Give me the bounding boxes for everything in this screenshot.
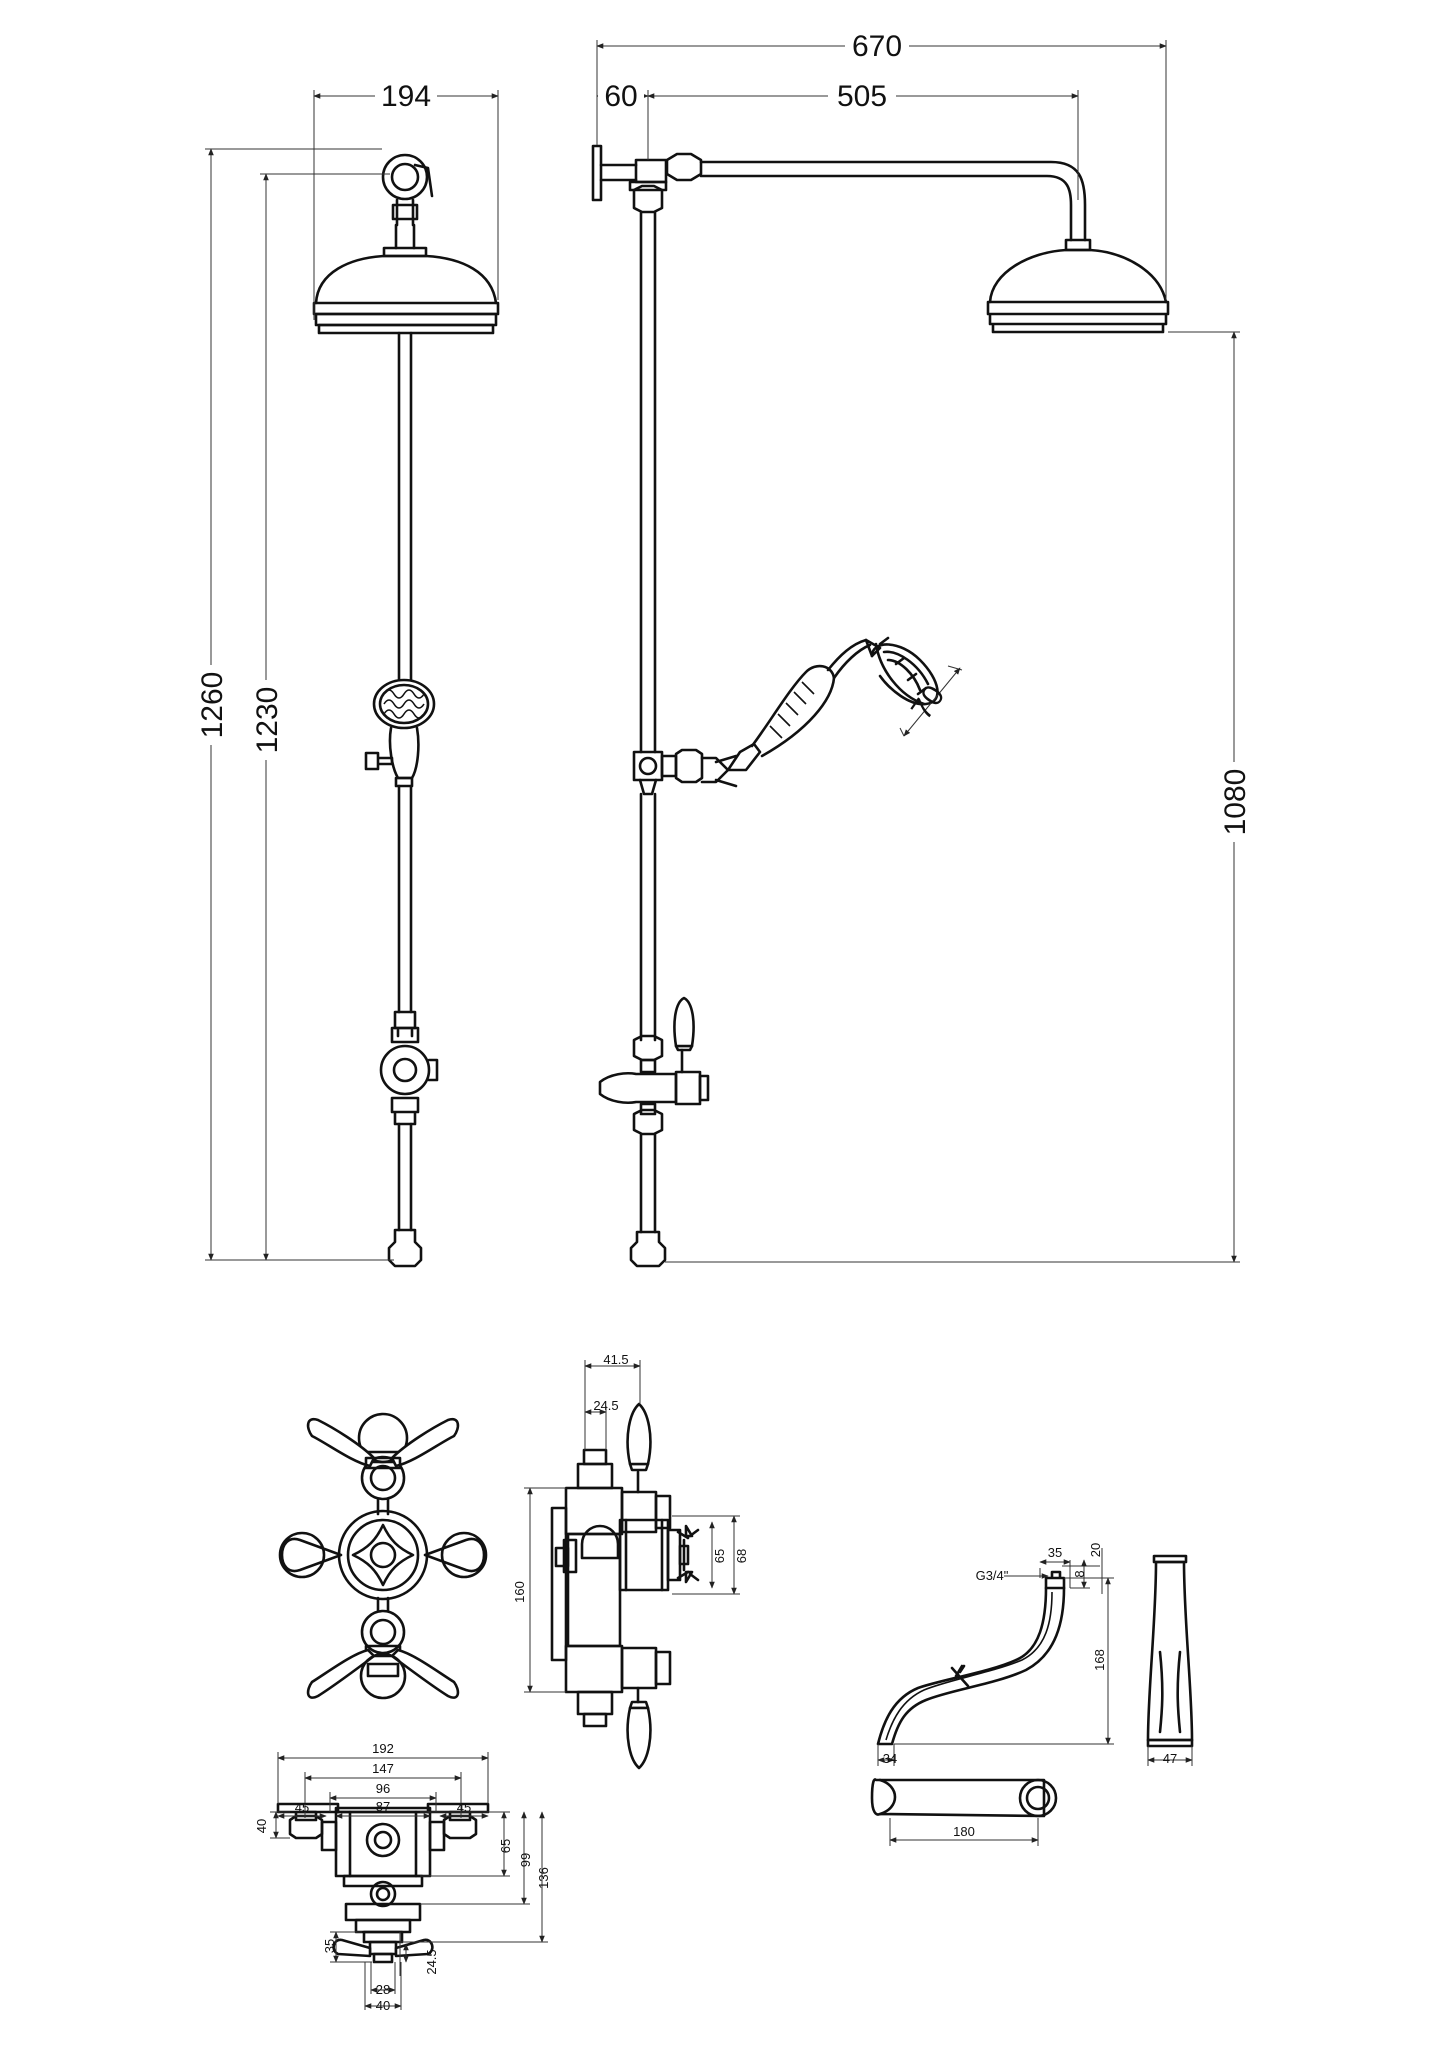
valve-front-view <box>278 1412 488 1700</box>
dim-head-to-floor: 1080 <box>1219 769 1252 836</box>
valve-plan-dimensions: 192 147 96 87 45 45 40 65 99 136 35 24.5… <box>254 1741 551 2013</box>
dim-lever-offset: 41.5 <box>603 1352 628 1367</box>
dim-plan-knob-inner: 28 <box>376 1982 390 1997</box>
dim-spout-outlet-width: 34 <box>883 1751 897 1766</box>
dim-outlet-outer: 68 <box>734 1549 749 1563</box>
dim-plan-plate: 96 <box>376 1781 390 1796</box>
dim-plan-depth-a: 65 <box>498 1839 513 1853</box>
dim-plan-body: 87 <box>376 1799 390 1814</box>
shower-side-view <box>591 144 1170 1268</box>
dim-total-height: 1260 <box>196 672 229 739</box>
dim-spout-thread: G3/4" <box>976 1568 1009 1583</box>
spout-dimensions: 35 G3/4" 8 20 168 34 47 180 <box>877 1543 1193 1846</box>
dim-spout-lip-thickness: 8 <box>1072 1570 1087 1577</box>
dim-spout-side-width: 47 <box>1163 1751 1177 1766</box>
dim-plan-knob-height: 35 <box>322 1939 337 1953</box>
spout-views <box>870 1554 1194 1818</box>
dim-head-width: 194 <box>381 80 431 113</box>
dim-plan-total-width: 192 <box>372 1741 394 1756</box>
dim-nut-offset: 24.5 <box>593 1398 618 1413</box>
dim-plan-knob-outer: 40 <box>376 1998 390 2013</box>
dim-rail-height: 1230 <box>251 687 284 754</box>
dim-plan-inlet-depth: 40 <box>254 1819 269 1833</box>
dim-body-height: 160 <box>512 1581 527 1603</box>
shower-dimensions: 194 670 60 505 1260 1230 1080 70 <box>192 28 1254 1263</box>
dim-plan-right-inlet: 45 <box>457 1800 471 1815</box>
dim-plan-depth-b: 99 <box>518 1853 533 1867</box>
dim-outlet-inner: 65 <box>712 1549 727 1563</box>
valve-plan-view <box>276 1802 490 1964</box>
dim-plan-centres: 147 <box>372 1761 394 1776</box>
dim-spout-lip: 20 <box>1088 1543 1103 1557</box>
shower-front-view <box>312 153 500 1268</box>
valve-side-dimensions: 41.5 24.5 160 65 68 <box>512 1352 749 1693</box>
dim-total-projection: 670 <box>852 30 902 63</box>
dim-spout-length: 180 <box>953 1824 975 1839</box>
dim-plan-depth-c: 136 <box>536 1867 551 1889</box>
dim-spout-top-width: 35 <box>1048 1545 1062 1560</box>
dim-plan-left-inlet: 45 <box>295 1800 309 1815</box>
dim-spout-height: 168 <box>1092 1649 1107 1671</box>
valve-side-view <box>550 1402 700 1770</box>
dim-plan-knob-offset: 24.5 <box>424 1949 439 1974</box>
dim-arm-length: 505 <box>837 80 887 113</box>
dim-wall-offset: 60 <box>604 80 637 113</box>
